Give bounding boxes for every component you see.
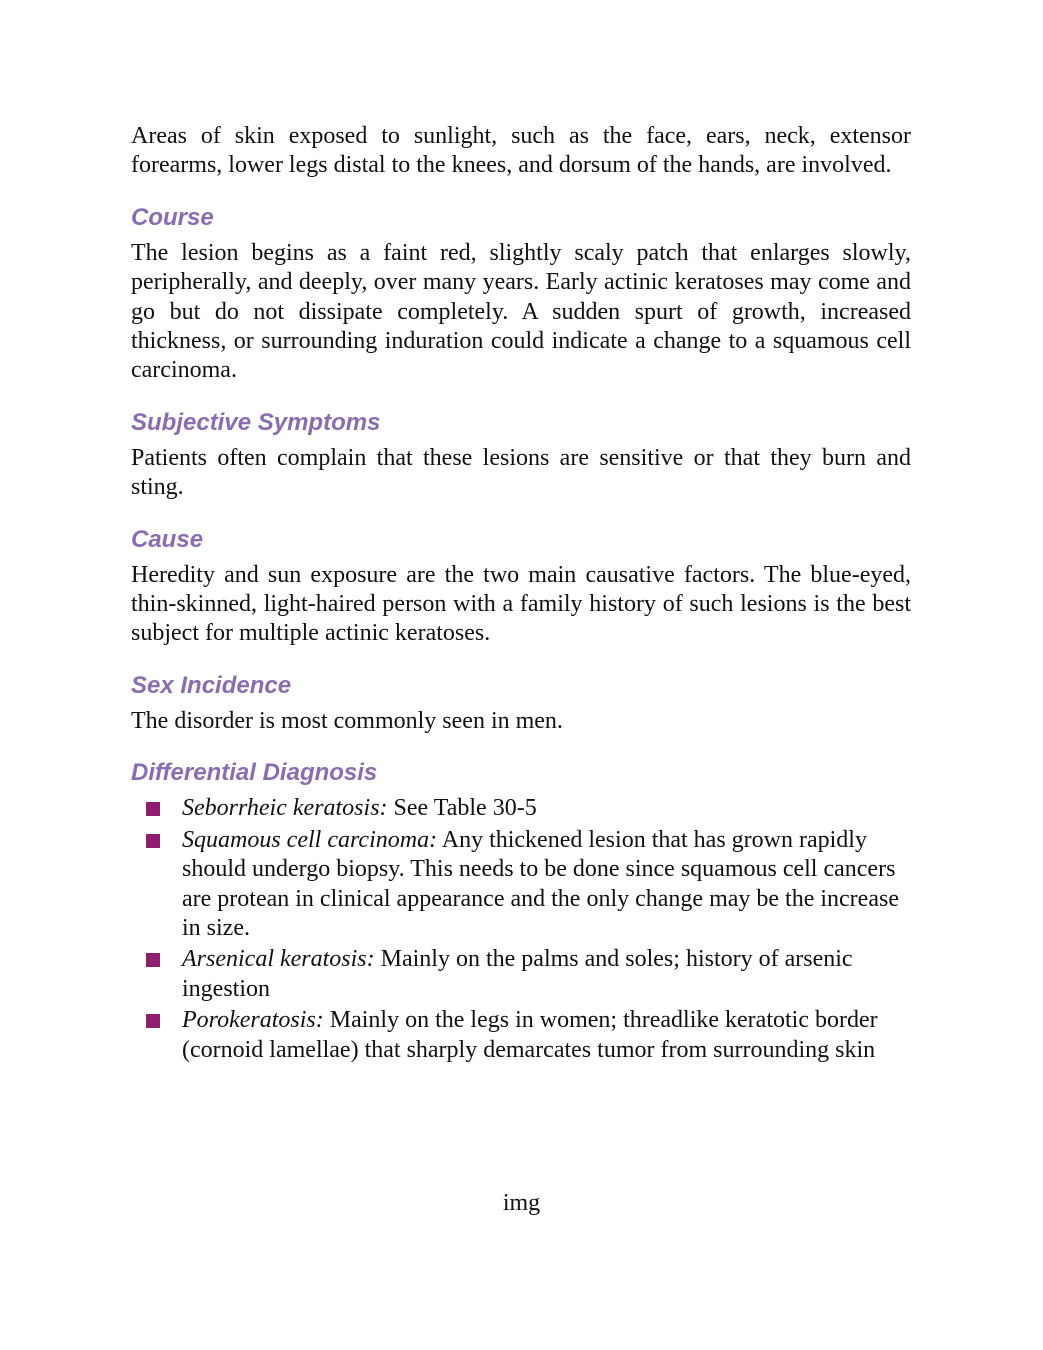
bullet-square-icon bbox=[146, 833, 160, 848]
list-item: Seborrheic keratosis: See Table 30-5 bbox=[131, 794, 912, 823]
list-item-text: Any thickened lesion that has grown rapi… bbox=[182, 826, 899, 941]
page-content: Areas of skin exposed to sunlight, such … bbox=[131, 122, 911, 1067]
sex-incidence-paragraph: The disorder is most commonly seen in me… bbox=[131, 707, 563, 734]
heading-sex-incidence: Sex Incidence bbox=[131, 671, 292, 699]
bullet-square-icon bbox=[146, 1014, 160, 1029]
list-item-term: Squamous cell carcinoma: bbox=[182, 826, 438, 853]
intro-paragraph: Areas of skin exposed to sunlight, such … bbox=[131, 123, 911, 179]
heading-subjective-symptoms: Subjective Symptoms bbox=[131, 408, 381, 436]
list-item-term: Porokeratosis: bbox=[182, 1007, 324, 1034]
list-item: Porokeratosis: Mainly on the legs in wom… bbox=[131, 1006, 912, 1065]
heading-cause: Cause bbox=[131, 525, 204, 553]
list-item: Squamous cell carcinoma: Any thickened l… bbox=[131, 826, 912, 944]
bullet-square-icon bbox=[146, 802, 160, 817]
list-item-text: See Table 30-5 bbox=[387, 795, 537, 822]
course-paragraph: The lesion begins as a faint red, slight… bbox=[131, 239, 911, 384]
bullet-square-icon bbox=[146, 953, 160, 968]
list-item-text: Mainly on the palms and soles; history o… bbox=[182, 946, 853, 1002]
list-item-text: Mainly on the legs in women; threadlike … bbox=[182, 1007, 878, 1063]
differential-diagnosis-list: Seborrheic keratosis: See Table 30-5 Squ… bbox=[131, 794, 911, 1065]
list-item: Arsenical keratosis: Mainly on the palms… bbox=[131, 945, 912, 1004]
heading-course: Course bbox=[131, 203, 214, 231]
list-item-term: Arsenical keratosis: bbox=[182, 946, 375, 973]
page-footer: img bbox=[502, 1190, 541, 1216]
cause-paragraph: Heredity and sun exposure are the two ma… bbox=[131, 561, 911, 647]
list-item-term: Seborrheic keratosis: bbox=[182, 795, 388, 822]
heading-differential-diagnosis: Differential Diagnosis bbox=[131, 759, 378, 787]
subjective-symptoms-paragraph: Patients often complain that these lesio… bbox=[131, 444, 911, 501]
